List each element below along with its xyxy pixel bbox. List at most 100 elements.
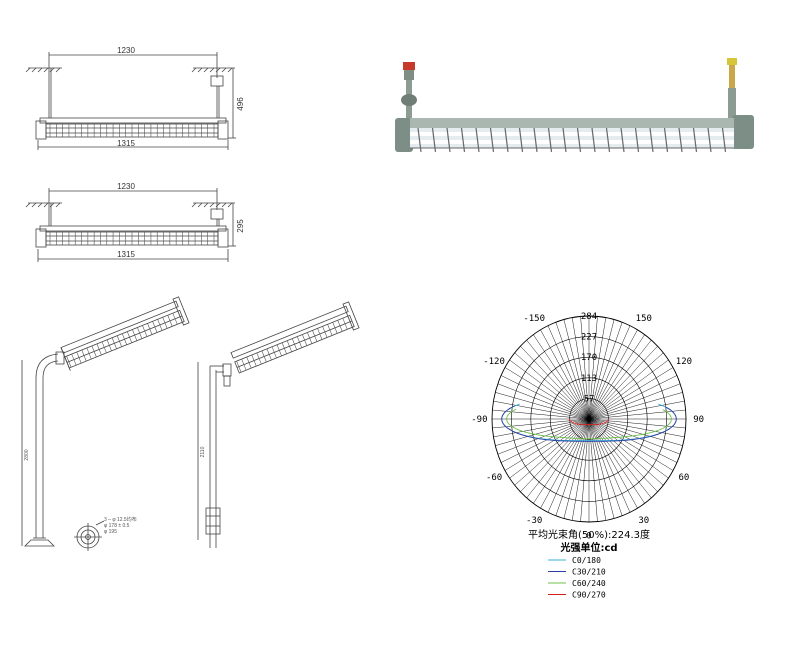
guard-bar	[261, 350, 267, 363]
flange-note-3: φ 195	[104, 529, 117, 535]
guard-bar	[347, 316, 353, 328]
polar-spoke	[571, 418, 590, 521]
guard-bar	[86, 347, 92, 360]
angle-label: 150	[636, 314, 652, 324]
polar-spoke	[588, 359, 669, 420]
polar-spoke	[555, 418, 590, 516]
polar-spoke	[588, 316, 598, 420]
guard-bar	[266, 348, 272, 361]
guard-bar	[286, 340, 292, 352]
guard-bar	[291, 338, 298, 350]
guard-bar	[317, 328, 323, 340]
polar-spoke	[504, 418, 590, 471]
photo-guard-bar	[576, 127, 582, 153]
polar-spoke	[588, 418, 683, 446]
polar-spoke	[580, 418, 590, 522]
polar-spoke	[588, 392, 683, 420]
photo-guard-bar	[678, 127, 683, 153]
guard-bar	[76, 351, 82, 364]
polar-spoke	[533, 334, 590, 420]
guard-bar	[281, 342, 287, 354]
polar-spoke	[588, 409, 686, 420]
legend-label: C30/210	[572, 568, 606, 577]
polar-spoke	[588, 383, 681, 420]
guard-bar	[172, 313, 178, 325]
guard-bar	[127, 331, 133, 343]
dim-height-top: 496	[236, 97, 245, 111]
guard-bar	[241, 358, 247, 371]
grid-bars-pole-left	[66, 311, 183, 368]
photo-guard-bar	[591, 127, 596, 153]
dim-width-middle: 1230	[117, 182, 135, 191]
radial-label: 0	[586, 415, 591, 425]
guard-bar	[162, 317, 168, 329]
photo-guard-bar	[489, 127, 495, 153]
radial-label: 57	[584, 394, 595, 404]
polar-spoke	[588, 339, 652, 420]
grid-bars-pole-right	[236, 316, 353, 373]
guard-bar	[152, 321, 158, 333]
polar-spoke	[588, 418, 623, 516]
polar-spoke	[588, 418, 631, 513]
guard-bar	[121, 333, 128, 345]
guard-bar	[177, 311, 183, 323]
polar-spoke	[588, 418, 607, 521]
photo-guard-bar	[663, 127, 669, 153]
polar-spoke	[509, 359, 590, 420]
dim-length-top: 1315	[117, 139, 135, 148]
photo-guard-bar	[533, 127, 538, 153]
polar-spoke	[509, 418, 590, 479]
polar-spoke	[547, 418, 590, 513]
polar-spoke	[563, 418, 590, 519]
intensity-curve	[569, 419, 609, 426]
photo-guard-bar	[417, 127, 422, 153]
drawing-pole-2800	[21, 296, 190, 551]
polar-spoke	[588, 418, 638, 509]
polar-spoke	[520, 418, 590, 492]
guard-bar	[246, 356, 252, 369]
polar-spoke	[588, 375, 678, 420]
guard-bar	[307, 332, 313, 344]
guard-bar	[66, 355, 72, 368]
guard-bar	[322, 326, 328, 338]
polar-spoke	[588, 418, 686, 429]
legend-label: C60/240	[572, 579, 606, 588]
guard-bar	[332, 322, 338, 334]
dim-length-middle: 1315	[117, 250, 135, 259]
photo-guard-bar	[721, 127, 727, 153]
guard-bar	[96, 343, 102, 356]
polar-spoke	[547, 325, 590, 420]
polar-spoke	[504, 367, 590, 420]
intensity-unit-text: 光强单位:cd	[559, 541, 617, 554]
polar-spoke	[580, 316, 590, 420]
polar-spoke	[493, 400, 590, 420]
radial-label: 113	[581, 374, 597, 384]
beam-angle-text: 平均光束角(50%):224.3度	[528, 528, 650, 541]
polar-spoke	[588, 418, 681, 455]
grid-bars-middle	[49, 232, 215, 245]
polar-spoke	[588, 418, 645, 504]
guard-bar	[106, 339, 112, 351]
photo-guard-bar	[649, 127, 654, 153]
guard-bar	[327, 324, 333, 336]
polar-spoke	[588, 346, 658, 420]
photo-guard-bar	[562, 127, 567, 153]
polar-spoke	[588, 319, 615, 420]
polar-spoke	[526, 339, 590, 420]
dim-width-top: 1230	[117, 46, 135, 55]
guard-bar	[116, 335, 122, 347]
polar-spoke	[514, 352, 590, 420]
dim-pole-right-height: 2110	[200, 446, 206, 457]
angle-label: 60	[679, 473, 690, 483]
polar-spoke	[588, 352, 664, 420]
photo-guard-bar	[547, 127, 553, 153]
guard-bar	[236, 360, 242, 373]
grid-bars-top	[49, 124, 215, 137]
intensity-curve	[501, 405, 677, 442]
polar-spoke	[588, 418, 664, 486]
intensity-curve	[506, 408, 672, 440]
polar-spoke	[588, 325, 631, 420]
